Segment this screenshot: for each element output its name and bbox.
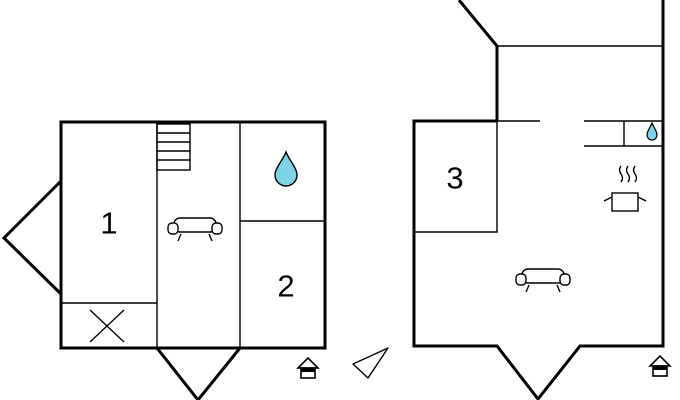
kitchen-counter [584,121,663,147]
room-3-wall [414,121,498,233]
entrance-icon [296,356,320,379]
water-drop-icon [646,121,658,141]
upper-wing-wall [457,0,499,121]
sofa-icon [167,217,223,242]
stairs-icon [156,123,191,171]
right-building-outline [412,119,665,400]
right-building: 3 [412,0,665,400]
bottom-bay-wall [155,347,242,400]
left-bay-wall [1,179,63,296]
cooking-pot-icon [603,165,647,212]
room-label-1: 1 [100,206,117,241]
left-building-outline [59,120,327,350]
water-drop-icon [274,150,298,187]
entrance-icon [648,354,672,377]
room-label-3: 3 [446,161,463,196]
north-arrow-icon [352,347,389,379]
cross-mark-icon [89,309,125,343]
left-building: 1 2 [1,120,327,400]
room-label-2: 2 [277,269,294,304]
sofa-icon [515,268,571,293]
